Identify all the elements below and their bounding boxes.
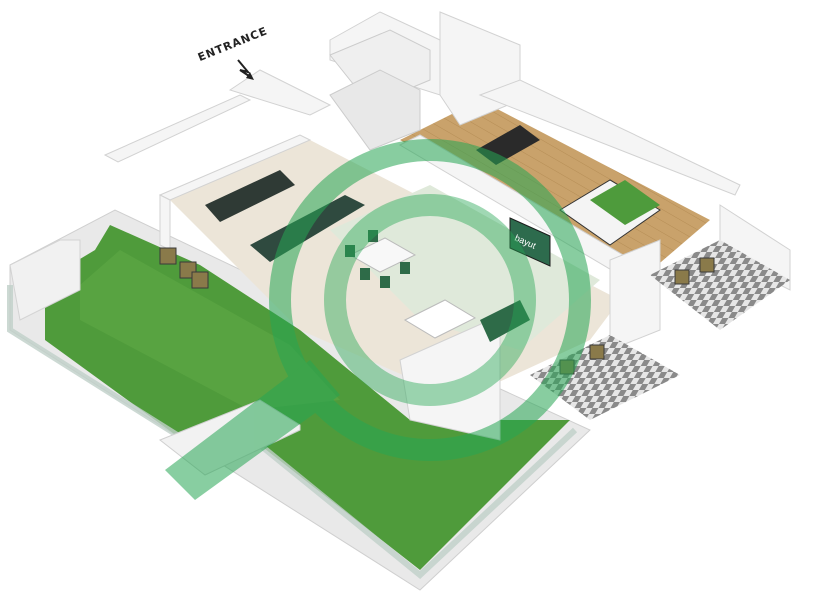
garden-corner-wall xyxy=(9,239,81,321)
living-floor-tint xyxy=(330,185,600,350)
coffee-table xyxy=(403,299,477,339)
balcony-right xyxy=(650,240,790,330)
entrance-arrow-icon xyxy=(237,59,253,79)
bathroom-2 xyxy=(329,69,421,151)
entrance-arrowhead-icon xyxy=(246,72,254,80)
bedroom-floor xyxy=(400,100,710,280)
living-sofa xyxy=(480,300,530,342)
bed-cover xyxy=(590,180,660,225)
dining-table xyxy=(348,237,417,273)
garden-lawn-highlight xyxy=(80,250,340,410)
garden-patio-set xyxy=(159,247,209,289)
garden-glass-railing-front xyxy=(258,427,578,579)
interior-walls xyxy=(103,11,791,441)
dining-chairs xyxy=(345,230,410,288)
bayut-watermark xyxy=(165,139,591,500)
tv-screen xyxy=(509,217,551,267)
kitchen-counter xyxy=(205,170,295,222)
